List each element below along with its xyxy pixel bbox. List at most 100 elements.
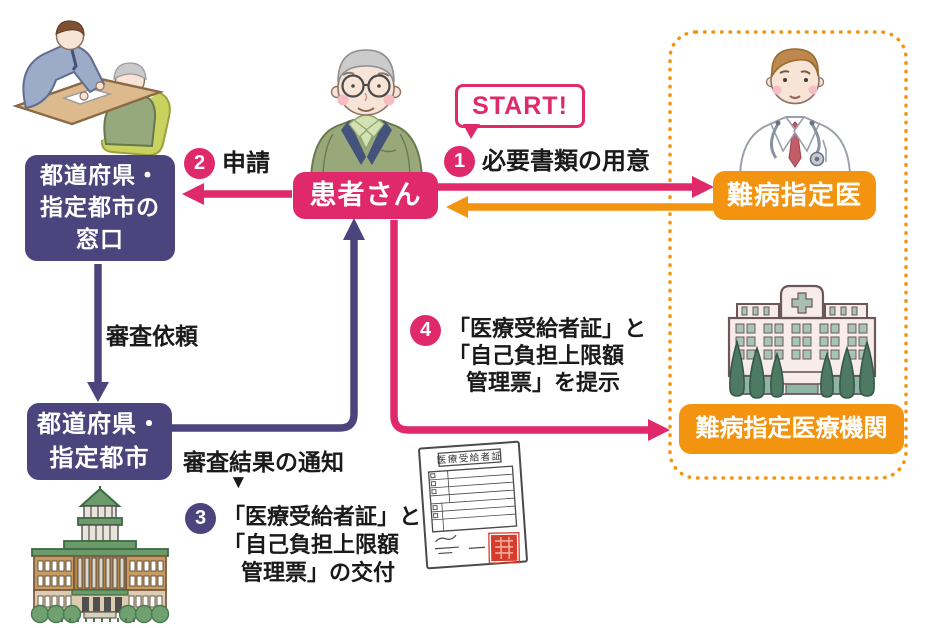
bushes bbox=[30, 604, 170, 624]
steps bbox=[83, 611, 117, 619]
node-label-line: 窓口 bbox=[76, 225, 124, 252]
stethoscope-chestpiece-center bbox=[814, 156, 820, 162]
arrowhead bbox=[87, 382, 109, 402]
step-text: 「医療受給者証」と 「自己負担上限額 管理票」の交付 bbox=[223, 503, 421, 587]
node-label-line: 指定都市の bbox=[40, 194, 160, 221]
arrow-present-certificate bbox=[390, 220, 650, 434]
patient-illustration bbox=[293, 38, 440, 178]
step-4-label: 4 「医療受給者証」と 「自己負担上限額 管理票」を提示 bbox=[410, 315, 646, 396]
official-hand bbox=[79, 91, 89, 101]
eye bbox=[783, 78, 787, 82]
node-designated-doctor: 難病指定医 bbox=[713, 171, 876, 220]
cheek bbox=[808, 85, 818, 95]
arrowhead bbox=[648, 419, 670, 441]
red-seal-stamp bbox=[488, 532, 520, 564]
arrowhead bbox=[692, 176, 714, 198]
hospital-illustration bbox=[709, 280, 895, 402]
official-hand bbox=[95, 81, 105, 91]
node-label-line: 指定都市 bbox=[49, 444, 150, 472]
eye bbox=[377, 84, 381, 88]
triangle-down-icon: ▼ bbox=[229, 472, 248, 493]
cheek bbox=[383, 94, 395, 106]
fence-posts bbox=[61, 618, 135, 622]
start-callout-pointer bbox=[463, 124, 480, 139]
step-text-line: 管理票」の交付 bbox=[241, 560, 396, 585]
nose bbox=[364, 92, 368, 102]
stethoscope-earpiece bbox=[775, 120, 781, 126]
step-text: 「医療受給者証」と 「自己負担上限額 管理票」を提示 bbox=[448, 315, 646, 396]
brown-hair bbox=[771, 48, 819, 79]
wing-windows bbox=[37, 560, 164, 587]
parapet-windows bbox=[741, 306, 858, 316]
government-building-illustration bbox=[22, 483, 178, 625]
vest-seams bbox=[322, 133, 411, 177]
node-label: 難病指定医 bbox=[726, 179, 862, 210]
coat-pocket-pen bbox=[822, 139, 827, 162]
cheek bbox=[772, 85, 782, 95]
node-label: 難病指定医療機関 bbox=[695, 415, 888, 443]
arrowhead bbox=[446, 196, 468, 218]
tick-boxes bbox=[430, 473, 439, 519]
step-number-badge: 3 bbox=[185, 503, 216, 534]
cheek bbox=[337, 94, 349, 106]
tower-columns bbox=[90, 506, 113, 518]
vest-lining bbox=[341, 120, 366, 165]
document-title: 医療受給者証 bbox=[436, 450, 503, 467]
step-number-badge: 4 bbox=[410, 315, 441, 346]
eye bbox=[804, 78, 808, 82]
step-number-badge: 1 bbox=[444, 146, 475, 177]
step-text: 申請 bbox=[222, 150, 270, 177]
node-label-line: 都道府県・ bbox=[40, 162, 160, 189]
node-prefecture: 都道府県・ 指定都市 bbox=[27, 403, 172, 480]
tower-columns bbox=[88, 525, 111, 541]
step-2-label: 2 申請 bbox=[184, 148, 270, 179]
certificate-document-illustration: 医療受給者証 bbox=[416, 438, 531, 571]
arrowhead bbox=[343, 218, 365, 240]
node-label-line: 都道府県・ bbox=[37, 411, 162, 439]
examination-request-label: 審査依頼 bbox=[106, 323, 198, 349]
vest-lining bbox=[367, 120, 392, 165]
vest-pocket bbox=[380, 149, 397, 153]
official-tie bbox=[70, 49, 78, 71]
counter-consultation-illustration bbox=[8, 12, 178, 162]
step-1-label: 1 必要書類の用意 bbox=[444, 146, 650, 177]
table-lines bbox=[429, 470, 516, 532]
arrow-result-notice bbox=[172, 236, 358, 432]
smile bbox=[357, 107, 375, 112]
step-3-label: 3 「医療受給者証」と 「自己負担上限額 管理票」の交付 bbox=[185, 503, 421, 587]
entrance-doors bbox=[82, 597, 122, 612]
entrance-band bbox=[71, 589, 129, 596]
node-patient: 患者さん bbox=[293, 172, 438, 219]
official-body bbox=[22, 42, 106, 110]
stethoscope-tube bbox=[770, 123, 780, 159]
arrowhead bbox=[182, 183, 204, 205]
step-number-badge: 2 bbox=[184, 148, 215, 179]
gray-hair bbox=[337, 49, 395, 83]
shirt-collar bbox=[348, 119, 369, 138]
step-text-line: 「自己負担上限額 bbox=[448, 343, 625, 368]
trees bbox=[729, 339, 875, 399]
start-callout: START! bbox=[455, 84, 585, 128]
eyebrows bbox=[779, 70, 811, 75]
stethoscope-earpiece bbox=[809, 120, 815, 126]
eyebrows bbox=[342, 71, 390, 77]
smile bbox=[789, 95, 801, 99]
doctor-illustration bbox=[726, 36, 864, 174]
cross-icon bbox=[791, 292, 813, 314]
official-hair bbox=[55, 20, 85, 37]
eye bbox=[351, 84, 355, 88]
step-text: 必要書類の用意 bbox=[482, 148, 650, 175]
handwriting bbox=[434, 534, 486, 555]
start-label: START! bbox=[472, 91, 568, 120]
client-hair bbox=[113, 62, 147, 81]
step-text-line: 管理票」を提示 bbox=[466, 370, 621, 395]
shirt-collar bbox=[364, 119, 385, 138]
node-window-office: 都道府県・ 指定都市の 窓口 bbox=[25, 155, 175, 261]
node-label: 患者さん bbox=[309, 179, 422, 210]
step-text-line: 「自己負担上限額 bbox=[223, 532, 400, 557]
node-designated-medical-institution: 難病指定医療機関 bbox=[679, 404, 904, 454]
title-box bbox=[437, 448, 502, 467]
